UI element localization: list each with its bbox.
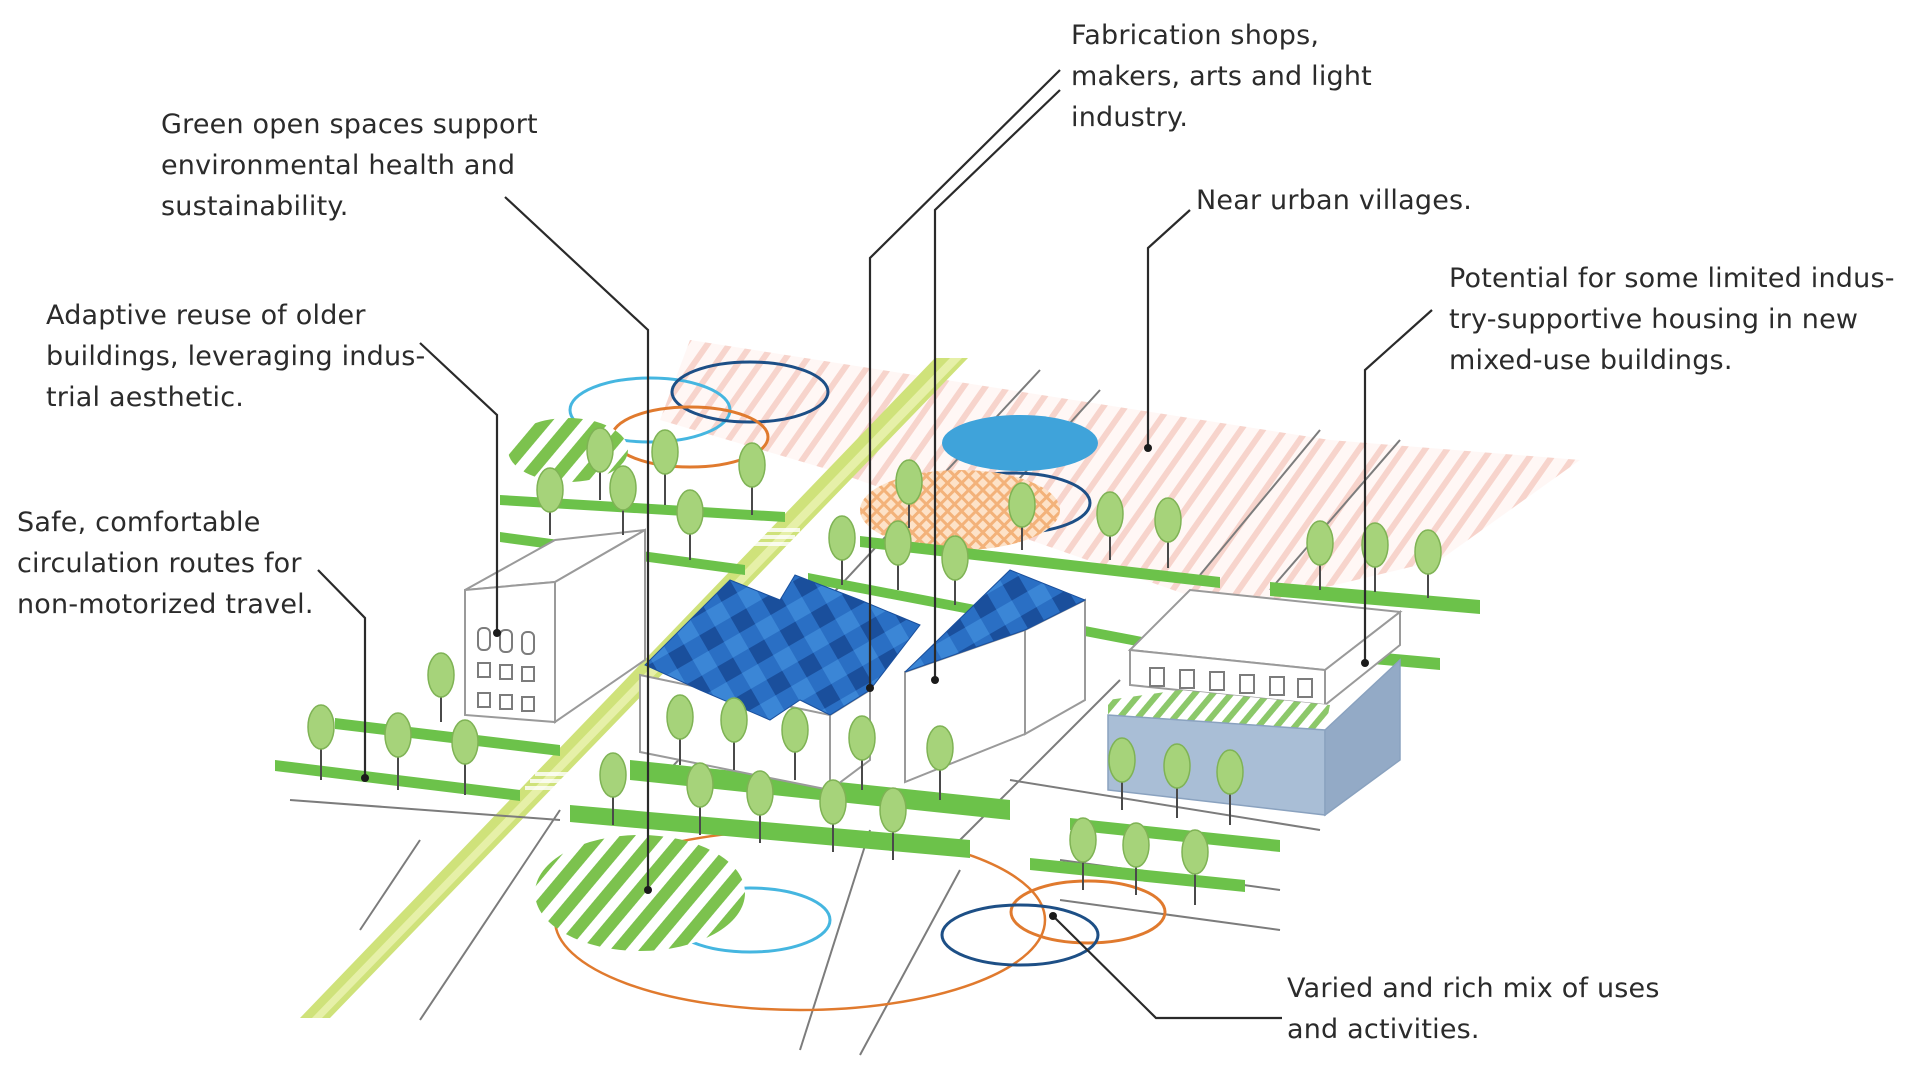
tree-icon [1414,529,1442,598]
tree-icon [1096,491,1124,560]
tree-icon [599,752,627,825]
tree-icon [720,697,748,770]
tree-icon [746,770,774,843]
crosswalk [525,528,800,790]
tree-icon [781,707,809,780]
tree-icon [879,787,907,860]
leader-urban-villages [1146,209,1191,448]
leader-fabrication-1 [868,69,1061,688]
tree-icon [427,652,455,722]
tree-icon [738,442,766,515]
bike-path-edge [312,358,962,1018]
tree-icon [1122,822,1150,895]
annotation-fabrication: Fabrication shops, makers, arts and ligh… [1071,20,1372,133]
tree-icon [926,725,954,800]
tree-icon [1361,522,1389,592]
annotation-urban-villages: Near urban villages. [1196,185,1473,216]
annotation-adaptive-reuse: Adaptive reuse of older buildings, lever… [46,300,426,413]
tree-icon [895,459,923,528]
fabrication-shop-building [639,574,921,792]
annotation-leader-lines [317,69,1433,1020]
solar-panel-roof [904,569,1087,673]
annotation-circulation: Safe, comfortable circulation routes for… [17,507,314,620]
street-trees [307,427,1442,905]
tree-icon [884,520,912,590]
tree-icon [536,467,564,535]
tree-icon [451,719,479,795]
green-space-south [535,835,745,951]
mixed-use-building [1107,588,1403,817]
tree-icon [651,429,679,505]
tree-icon [848,715,876,790]
annotation-mix-of-uses: Varied and rich mix of uses and activiti… [1287,973,1660,1045]
tree-icon [1154,497,1182,568]
leader-housing [1363,309,1433,663]
tree-icon [1306,520,1334,590]
annotation-housing: Potential for some limited indus- try-su… [1449,263,1895,376]
leader-fabrication-2 [933,89,1061,680]
tree-icon [941,535,969,605]
adaptive-reuse-building [464,528,646,724]
solar-panel-roof [644,574,921,721]
tree-icon [819,779,847,852]
tree-icon [1108,737,1136,810]
leader-green-spaces [504,196,650,890]
leader-adaptive-reuse [419,342,499,633]
tree-icon [666,694,694,765]
tree-icon [307,704,335,780]
tree-icon [384,712,412,790]
tree-icon [676,489,704,560]
leader-dot-icon [361,444,1369,920]
tree-icon [609,465,637,535]
tree-icon [586,427,614,500]
pond [942,415,1098,471]
tree-icon [1216,749,1244,825]
tree-icon [828,515,856,585]
tree-icon [1163,743,1191,818]
tree-icon [1069,817,1097,890]
tree-icon [1008,482,1036,550]
leader-circulation [317,569,367,778]
tree-icon [686,762,714,835]
leader-mix-of-uses [1052,915,1282,1020]
annotation-green-spaces: Green open spaces support environmental … [161,109,538,222]
tree-icon [1181,829,1209,905]
